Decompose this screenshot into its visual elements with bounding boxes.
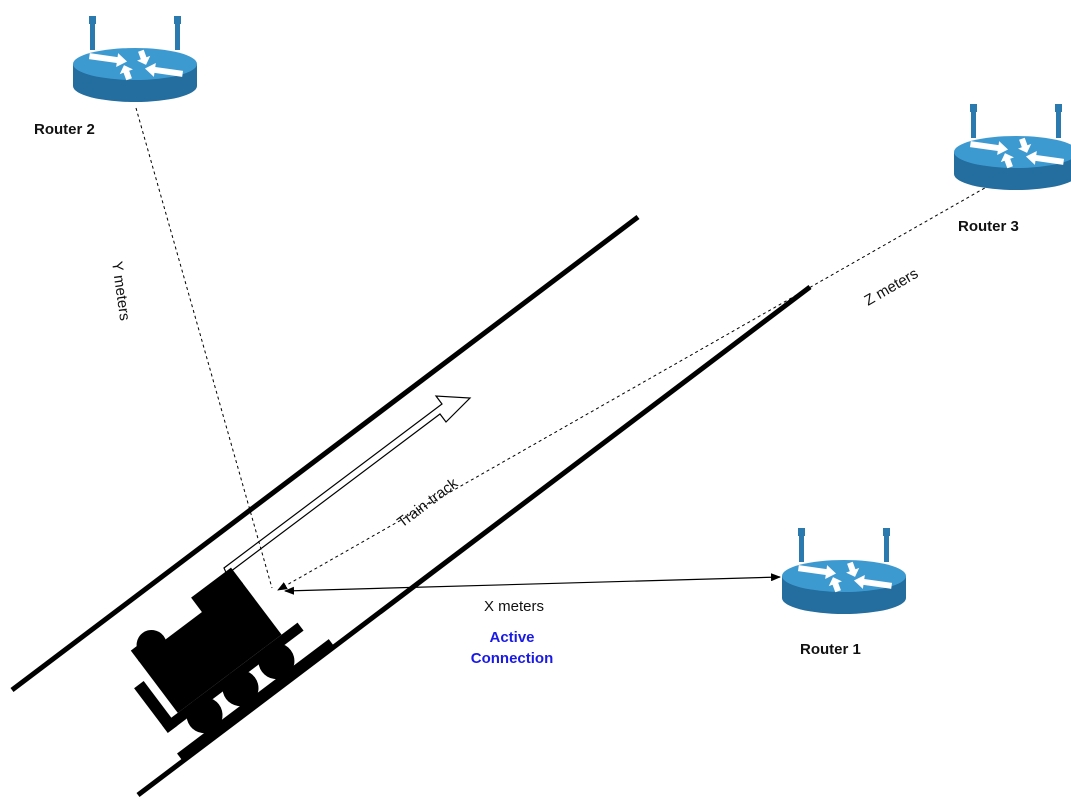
track-rail-lower: [136, 285, 812, 797]
active-connection-label-line2: Connection: [471, 650, 554, 667]
train-icon: [130, 567, 334, 760]
router-3-label: Router 3: [958, 218, 1019, 235]
router-1-icon: [782, 528, 906, 614]
link-router1-active: [284, 573, 781, 595]
active-connection-label-line1: Active: [489, 629, 534, 646]
track-rail-upper: [10, 215, 640, 692]
router-1-label: Router 1: [800, 641, 861, 658]
y-distance-label: Y meters: [108, 260, 133, 322]
router-3-icon: [954, 104, 1071, 190]
x-distance-label: X meters: [484, 598, 544, 615]
router-2-icon: [73, 16, 197, 102]
router-2-label: Router 2: [34, 121, 95, 138]
track-label: Train-track: [394, 475, 461, 532]
z-distance-label: Z meters: [862, 265, 922, 309]
link-router3: [277, 184, 991, 591]
link-router2: [135, 107, 273, 589]
